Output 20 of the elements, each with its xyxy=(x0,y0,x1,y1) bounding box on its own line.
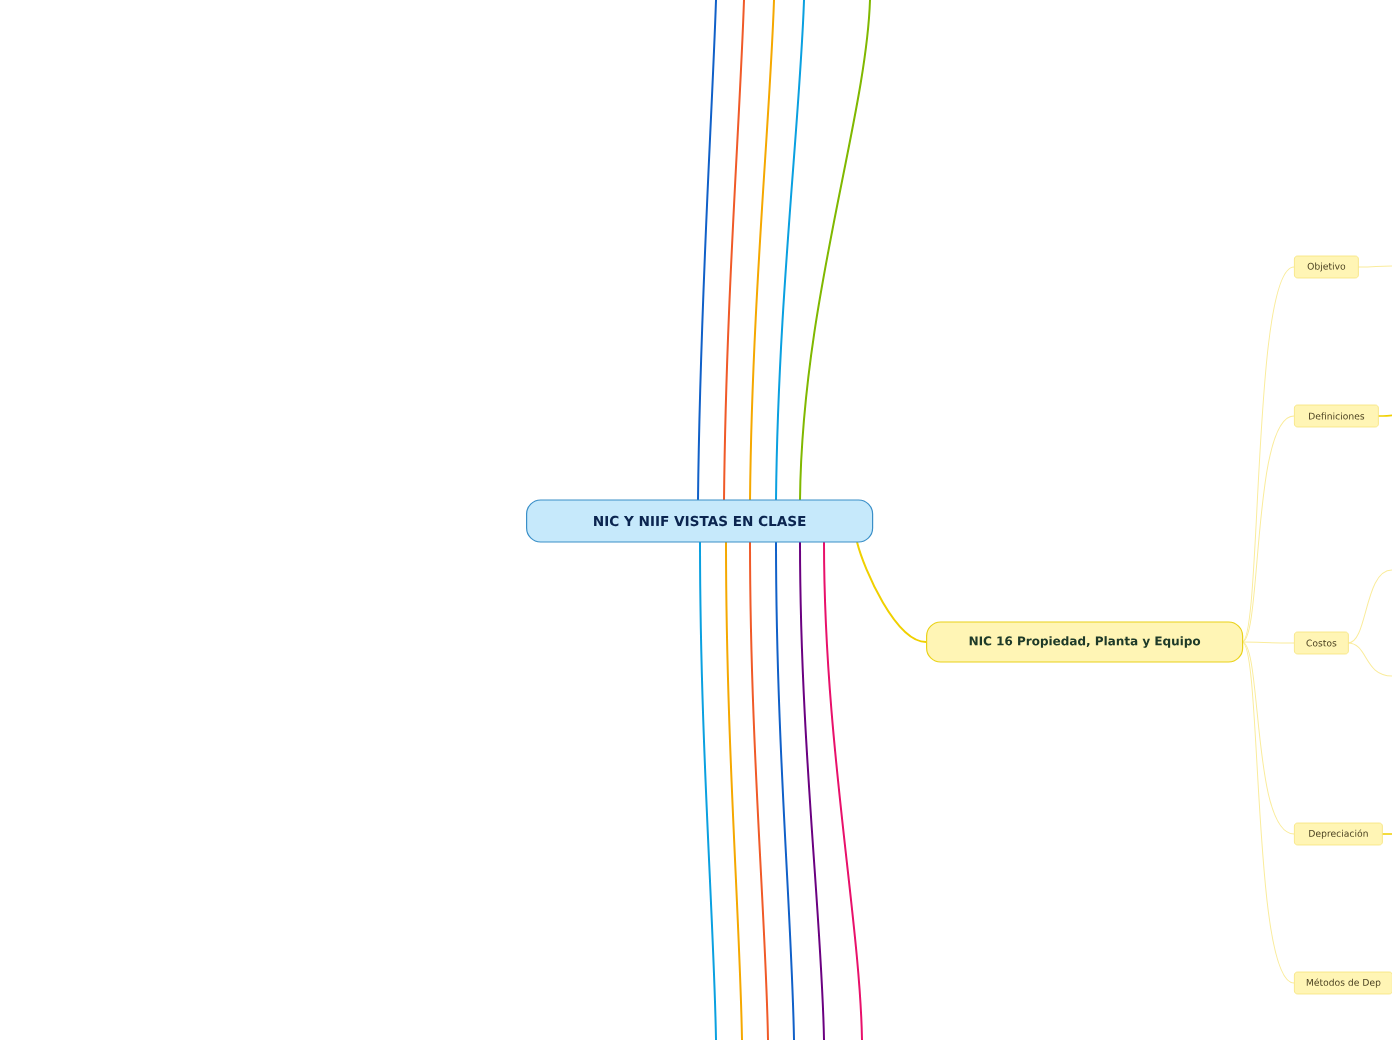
branch-line xyxy=(1241,415,1295,643)
branch-line xyxy=(723,0,745,501)
branch-line xyxy=(775,0,805,501)
branch-line xyxy=(1241,641,1295,984)
branch-line xyxy=(799,0,871,501)
branch-line xyxy=(725,541,743,1040)
branch-line xyxy=(799,541,825,1040)
branch-line xyxy=(1241,641,1295,835)
branch-line xyxy=(697,0,717,501)
branch-line xyxy=(823,541,863,1040)
branch-line xyxy=(775,541,795,1040)
branch-line xyxy=(1347,642,1392,677)
branch-line xyxy=(1357,265,1392,268)
branch-line xyxy=(856,541,927,643)
branch-line xyxy=(699,541,717,1040)
branch-line xyxy=(749,0,775,501)
branch-line xyxy=(1241,641,1295,644)
branch-line xyxy=(1241,266,1295,643)
branch-line xyxy=(749,541,769,1040)
branch-line xyxy=(1347,569,1392,644)
